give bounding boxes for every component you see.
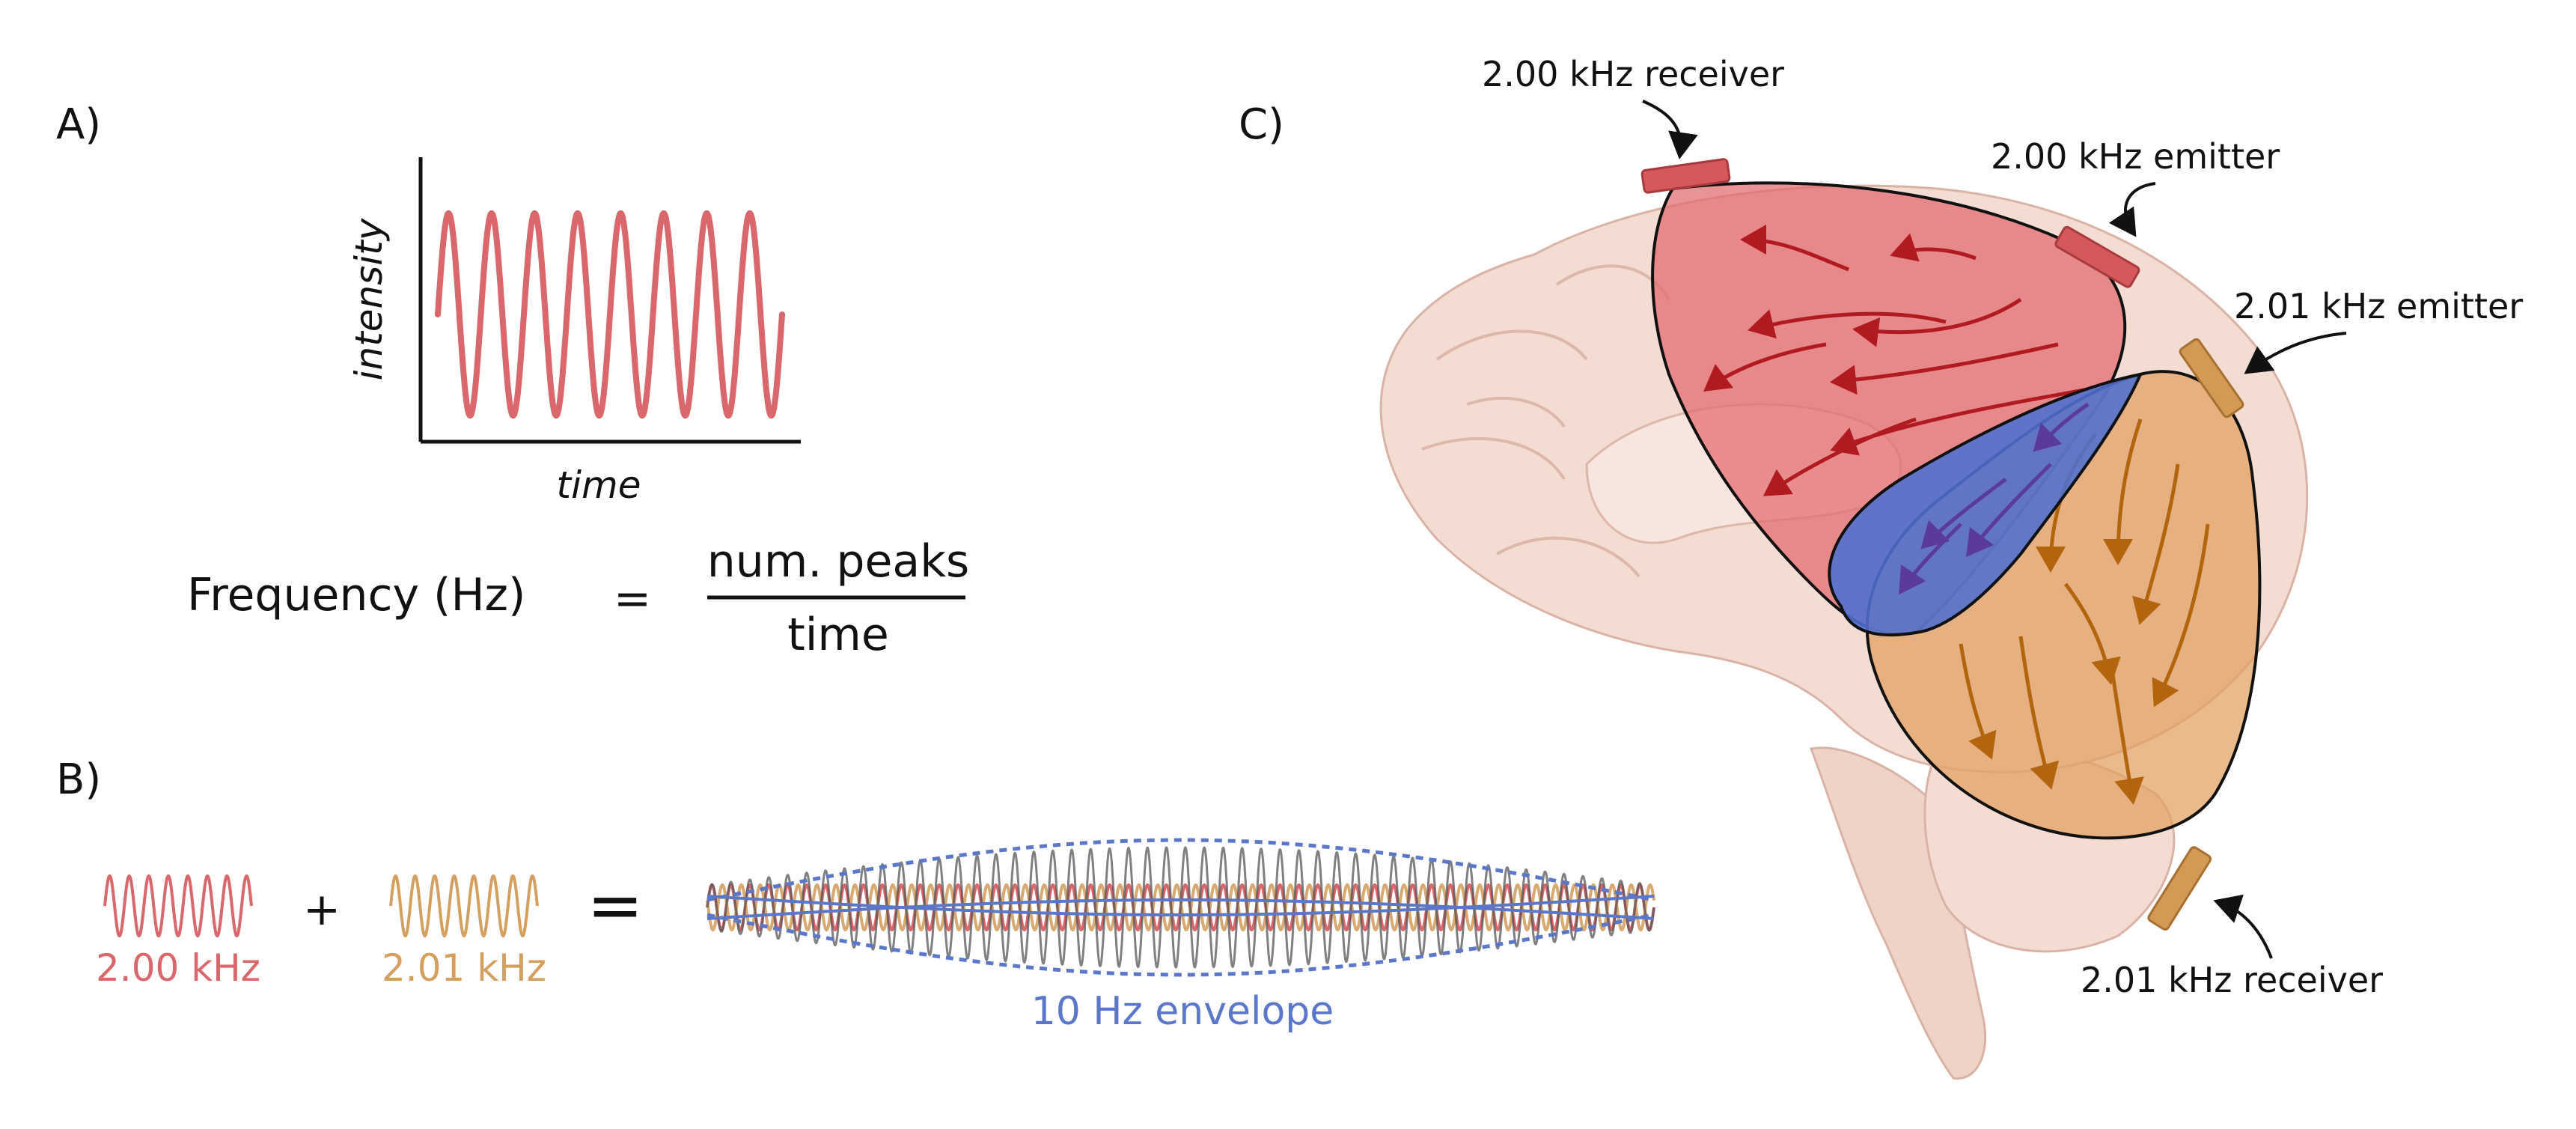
- current-arrows-2-00-khz: [1703, 225, 2089, 496]
- callout-receiver-2-01-khz: 2.01 kHz receiver: [2081, 960, 2383, 1000]
- beat-wave: 10 Hz envelope: [706, 838, 1655, 1034]
- wave-2-00-khz-label: 2.00 kHz: [96, 946, 260, 990]
- formula-numerator: num. peaks: [707, 535, 969, 588]
- x-axis-label: time: [557, 463, 641, 507]
- electrode-emitter-2-00-khz: [2054, 225, 2140, 288]
- panel-a-label: A): [56, 100, 101, 149]
- wave-2-01-khz: [389, 874, 539, 938]
- callout-arrow-emitter-2-01-khz: [2244, 332, 2347, 374]
- wave-2-00-khz: [103, 874, 253, 938]
- gyri-lines: [1421, 264, 1670, 578]
- plus-sign: +: [303, 883, 341, 936]
- formula-equals: =: [614, 573, 651, 625]
- sine-plot: intensity time: [347, 157, 801, 507]
- callout-arrow-receiver-2-01-khz: [2213, 894, 2273, 959]
- current-arrows-overlap: [1899, 402, 2090, 595]
- callout-arrow-receiver-2-00-khz: [1642, 100, 1698, 159]
- panel-c: C): [1239, 54, 2523, 1080]
- envelope-upper: [706, 838, 1655, 902]
- overlap-region: [1828, 372, 2143, 636]
- frequency-formula: Frequency (Hz) = num. peaks time: [187, 535, 969, 661]
- beat-sum-trace: [706, 845, 1655, 970]
- electrode-receiver-2-01-khz: [2147, 846, 2212, 931]
- formula-lhs: Frequency (Hz): [187, 569, 525, 621]
- envelope-lower: [706, 913, 1655, 977]
- y-axis-label: intensity: [347, 217, 391, 380]
- panel-b-label: B): [56, 755, 101, 804]
- envelope-label: 10 Hz envelope: [1031, 989, 1334, 1034]
- callout-arrow-emitter-2-00-khz: [2108, 182, 2156, 237]
- callout-emitter-2-01-khz: 2.01 kHz emitter: [2234, 286, 2523, 326]
- formula-denominator: time: [787, 609, 889, 661]
- sine-wave-trace: [435, 210, 785, 419]
- callout-emitter-2-00-khz: 2.00 kHz emitter: [1991, 136, 2280, 177]
- equals-sign: =: [587, 866, 643, 945]
- electrode-receiver-2-00-khz: [1640, 158, 1731, 194]
- electrode-emitter-2-01-khz: [2179, 338, 2244, 419]
- callouts: 2.00 kHz receiver 2.00 kHz emitter 2.01 …: [1482, 54, 2523, 1000]
- callout-receiver-2-00-khz: 2.00 kHz receiver: [1482, 54, 1784, 94]
- envelope-inner-upper: [706, 898, 1655, 920]
- wave-2-01-khz-label: 2.01 kHz: [382, 946, 546, 990]
- panel-a: A) intensity time Frequency (Hz) = num. …: [56, 100, 969, 661]
- envelope-inner-lower: [706, 895, 1655, 916]
- panel-b: B) 2.00 kHz + 2.01 kHz = 10 Hz envelope: [56, 755, 1655, 1034]
- panel-c-label: C): [1239, 100, 1284, 149]
